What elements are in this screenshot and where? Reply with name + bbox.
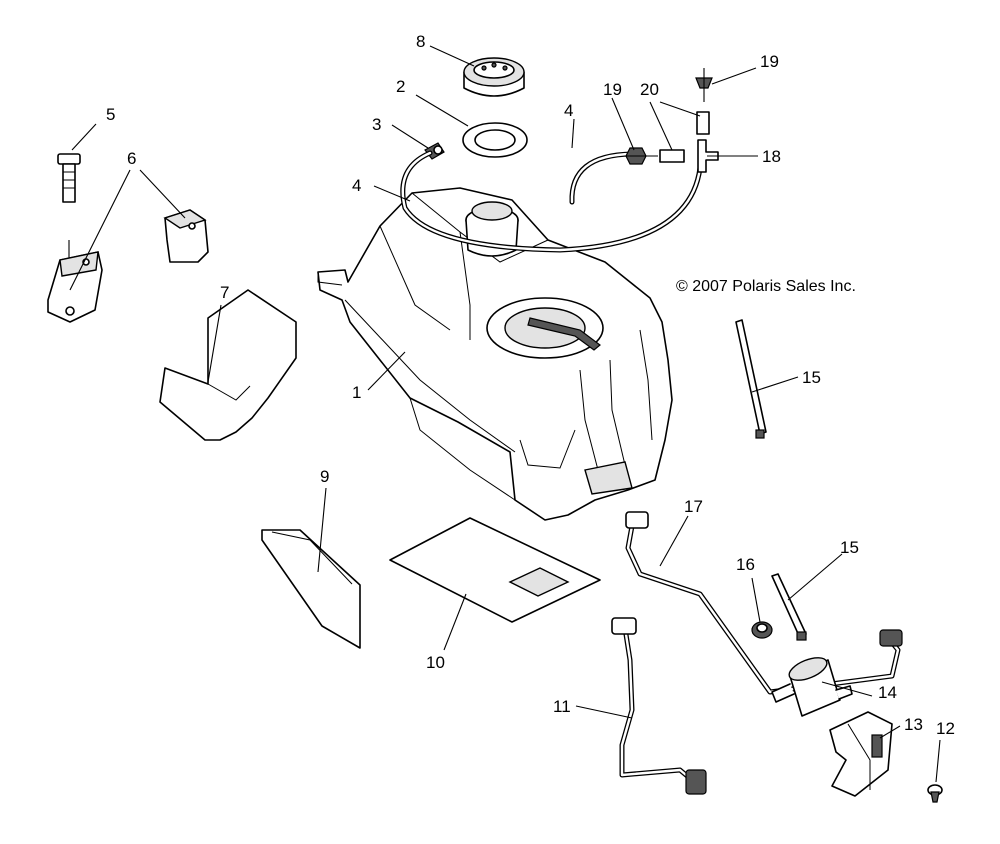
callout-19: 19	[603, 80, 622, 99]
leader-lines	[69, 45, 941, 783]
callout-4: 4	[564, 101, 573, 120]
cap-gasket	[462, 122, 528, 158]
callout-2: 2	[396, 77, 405, 96]
callout-labels: 1 2 3 4 4 5 6 7 8 9 10 11 12 13 14 15 15…	[106, 32, 955, 738]
bolt	[57, 153, 81, 268]
mounting-bracket-right	[163, 209, 209, 263]
fuel-tank	[317, 187, 673, 521]
callout-10: 10	[426, 653, 445, 672]
callout-17: 17	[684, 497, 703, 516]
callout-11: 11	[553, 697, 571, 716]
callout-18: 18	[762, 147, 781, 166]
callout-7: 7	[220, 283, 229, 302]
callout-1: 1	[352, 383, 361, 402]
callout-14: 14	[878, 683, 897, 702]
vent-hose	[400, 150, 703, 253]
callout-9: 9	[320, 467, 329, 486]
callout-12: 12	[936, 719, 955, 738]
push-rivet	[927, 784, 943, 803]
callout-16: 16	[736, 555, 755, 574]
callout-15: 15	[802, 368, 821, 387]
foam-pad	[159, 289, 297, 441]
vent-tee-assembly	[624, 68, 719, 173]
cable-tie-lower	[771, 573, 807, 641]
callout-19: 19	[760, 52, 779, 71]
callout-15: 15	[840, 538, 859, 557]
callout-3: 3	[372, 115, 381, 134]
mounting-bracket-left	[47, 251, 103, 323]
cable-tie-upper	[735, 319, 767, 439]
callout-5: 5	[106, 105, 115, 124]
copyright-notice: © 2007 Polaris Sales Inc.	[676, 278, 856, 295]
grommet	[751, 621, 773, 639]
fuel-cap	[463, 57, 525, 97]
filter-clamp	[829, 711, 893, 797]
fuel-line-supply	[611, 617, 707, 795]
callout-4: 4	[352, 176, 361, 195]
callout-13: 13	[904, 715, 923, 734]
callout-8: 8	[416, 32, 425, 51]
fuel-line-outlet	[625, 511, 903, 695]
callout-20: 20	[640, 80, 659, 99]
tank-pad-bottom	[389, 517, 601, 623]
callout-6: 6	[127, 149, 136, 168]
tank-pad-side	[261, 529, 361, 649]
